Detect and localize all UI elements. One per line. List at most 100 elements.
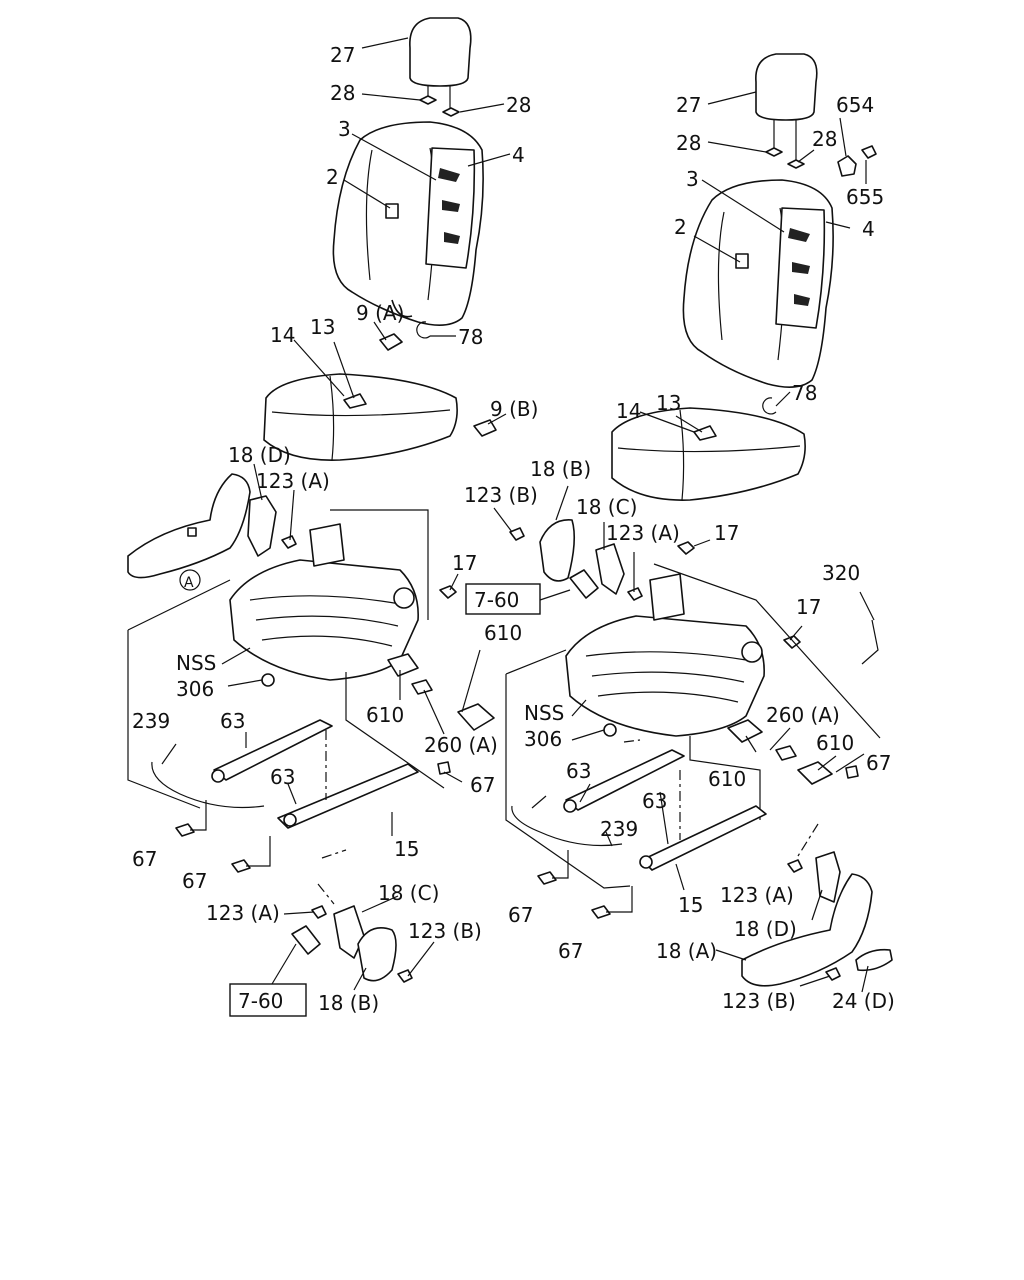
left-buckle-760	[291, 925, 321, 955]
label-24d-right: 24 (D)	[832, 989, 895, 1013]
label-610-right-b: 610	[708, 767, 746, 791]
label-4-left: 4	[512, 143, 525, 167]
label-123b-left: 123 (B)	[408, 919, 482, 943]
left-cover-18b	[357, 927, 397, 982]
label-2-right: 2	[674, 215, 687, 239]
left-headrest	[409, 17, 472, 117]
left-bolt-67b	[231, 859, 251, 873]
label-14-right: 14	[616, 399, 641, 423]
right-assembly-outline	[505, 563, 881, 889]
label-circle-a: A	[184, 575, 194, 591]
label-18d-right: 18 (D)	[734, 917, 797, 941]
left-clip-9a	[379, 333, 403, 351]
label-320-right: 320	[822, 561, 860, 585]
left-cover-610a	[387, 653, 419, 677]
left-wire-239	[151, 761, 265, 809]
right-wire-239	[511, 805, 623, 847]
label-13-right: 13	[656, 391, 681, 415]
label-760-left: 7-60	[238, 989, 283, 1013]
label-123b-right: 123 (B)	[464, 483, 538, 507]
right-headrest	[755, 53, 818, 169]
reference-circle-a	[179, 569, 201, 591]
right-clip-654	[837, 155, 857, 177]
left-bolt-67	[437, 761, 451, 775]
label-67-right-c: 67	[558, 939, 583, 963]
right-bolt-67a	[845, 765, 859, 779]
label-123a-left: 123 (A)	[256, 469, 330, 493]
right-bracket-18d	[815, 851, 841, 903]
label-67-left-b: 67	[132, 847, 157, 871]
label-610-right-a: 610	[816, 731, 854, 755]
label-4-right: 4	[862, 217, 875, 241]
label-3-left: 3	[338, 117, 351, 141]
left-bolt-123b	[397, 969, 413, 983]
label-28-right-b: 28	[812, 127, 837, 151]
right-clip-260a	[775, 745, 797, 761]
right-ref-box-760	[465, 583, 541, 615]
label-610-left-a: 610	[484, 621, 522, 645]
label-3-right: 3	[686, 167, 699, 191]
right-side-cover-18a	[741, 873, 873, 987]
right-rails	[563, 749, 767, 871]
right-cover-610a	[727, 719, 763, 743]
label-14-left: 14	[270, 323, 295, 347]
label-2-left: 2	[326, 165, 339, 189]
left-assembly-outline	[127, 509, 445, 809]
label-260a-right: 260 (A)	[766, 703, 840, 727]
label-67-left-a: 67	[470, 773, 495, 797]
left-clip-9b	[473, 419, 497, 437]
label-9b-left: 9 (B)	[490, 397, 538, 421]
label-18d-left: 18 (D)	[228, 443, 291, 467]
left-bolt-67a	[175, 823, 195, 837]
label-28-right-a: 28	[676, 131, 701, 155]
left-seat-assembly	[127, 17, 511, 1017]
label-63-left-b: 63	[270, 765, 295, 789]
right-bolt-17a	[677, 541, 695, 555]
label-78-left: 78	[458, 325, 483, 349]
left-seat-back	[332, 121, 484, 326]
label-67-right-a: 67	[866, 751, 891, 775]
left-seat-cushion	[263, 373, 458, 461]
label-78-right: 78	[792, 381, 817, 405]
left-bolt-123a2	[311, 905, 327, 919]
label-15-right: 15	[678, 893, 703, 917]
label-123a-left-2: 123 (A)	[206, 901, 280, 925]
label-306-right: 306	[524, 727, 562, 751]
left-side-cover	[127, 473, 251, 591]
label-17-right-b: 17	[796, 595, 821, 619]
label-18a-right: 18 (A)	[656, 939, 717, 963]
label-28-left-a: 28	[330, 81, 355, 105]
right-bolt-123a2	[787, 859, 803, 873]
right-bolt-123b2	[825, 967, 841, 981]
label-306-left: 306	[176, 677, 214, 701]
label-18b-left: 18 (B)	[318, 991, 379, 1015]
label-63-left-a: 63	[220, 709, 245, 733]
left-bracket-18d	[247, 495, 277, 557]
left-bolt-123a	[281, 535, 297, 549]
right-ring-78	[762, 397, 777, 415]
label-28-left-b: 28	[506, 93, 531, 117]
label-18c-left: 18 (C)	[378, 881, 439, 905]
label-654-right: 654	[836, 93, 874, 117]
label-63-right-a: 63	[566, 759, 591, 783]
label-760-right: 7-60	[474, 588, 519, 612]
left-bolt-17	[439, 585, 457, 599]
label-13-left: 13	[310, 315, 335, 339]
label-9a-left: 9 (A)	[356, 301, 404, 325]
right-screw-655	[861, 145, 877, 159]
right-buckle-760	[569, 569, 599, 599]
right-bolt-123b	[509, 527, 525, 541]
right-bolt-67c	[591, 905, 611, 919]
label-655-right: 655	[846, 185, 884, 209]
label-123a-right: 123 (A)	[606, 521, 680, 545]
label-17-left: 17	[452, 551, 477, 575]
part-labels: 27 28 28 3 4 2 9 (A) 78 14 13 9 (B) 18 (…	[132, 43, 895, 1015]
right-seat-assembly	[465, 53, 893, 993]
label-123b-right-2: 123 (B)	[722, 989, 796, 1013]
left-rails	[211, 719, 419, 829]
left-seat-frame	[229, 523, 419, 681]
right-seat-back	[682, 179, 834, 388]
left-cover-610b	[457, 703, 495, 731]
label-123a-right-2: 123 (A)	[720, 883, 794, 907]
right-lever-24d	[855, 948, 893, 972]
